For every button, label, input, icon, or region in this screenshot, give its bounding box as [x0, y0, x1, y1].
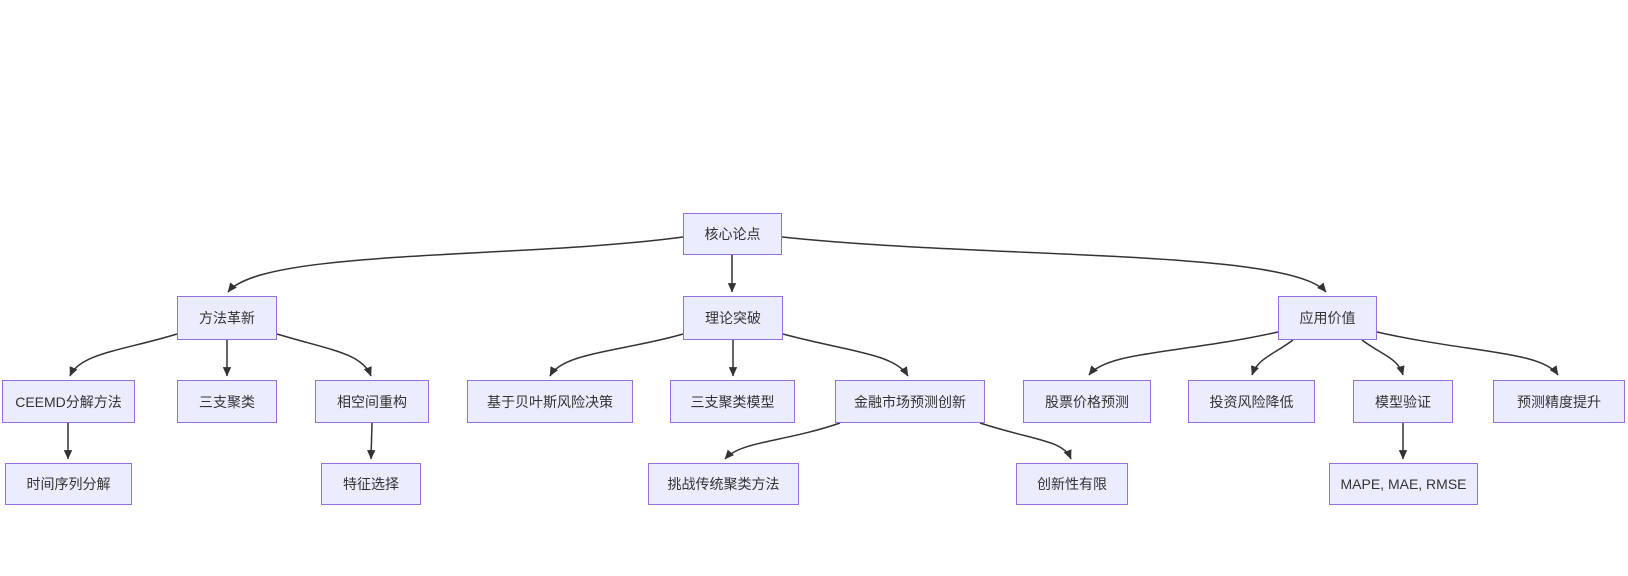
node-limited-innovation: 创新性有限 — [1016, 463, 1128, 505]
node-mape-mae-rmse: MAPE, MAE, RMSE — [1329, 463, 1478, 505]
node-stock-price-prediction: 股票价格预测 — [1023, 380, 1151, 423]
node-prediction-accuracy-improvement: 预测精度提升 — [1493, 380, 1625, 423]
edge-application-value-to-stock-price-prediction — [1088, 331, 1279, 376]
edge-theoretical-breakthrough-to-financial-market-prediction-innovation — [782, 333, 909, 377]
node-financial-market-prediction-innovation: 金融市场预测创新 — [835, 380, 985, 423]
edge-application-value-to-prediction-accuracy-improvement — [1376, 331, 1559, 376]
node-theoretical-breakthrough: 理论突破 — [683, 296, 783, 340]
edge-method-innovation-to-phase-space-reconstruction — [276, 333, 372, 377]
edge-application-value-to-investment-risk-reduction — [1251, 339, 1294, 376]
node-three-way-clustering: 三支聚类 — [177, 380, 277, 423]
node-three-way-clustering-model: 三支聚类模型 — [670, 380, 795, 423]
node-time-series-decomposition: 时间序列分解 — [5, 463, 132, 505]
edge-financial-market-prediction-innovation-to-challenge-traditional-clustering — [724, 422, 841, 460]
node-challenge-traditional-clustering: 挑战传统聚类方法 — [648, 463, 799, 505]
node-bayesian-risk-decision: 基于贝叶斯风险决策 — [467, 380, 633, 423]
node-ceemd-decomposition: CEEMD分解方法 — [2, 380, 135, 423]
node-model-validation: 模型验证 — [1353, 380, 1453, 423]
edge-theoretical-breakthrough-to-bayesian-risk-decision — [549, 333, 684, 377]
edge-phase-space-reconstruction-to-feature-selection — [367, 422, 376, 460]
node-core-thesis: 核心论点 — [683, 213, 782, 255]
node-application-value: 应用价值 — [1278, 296, 1377, 340]
edge-core-thesis-to-method-innovation — [227, 236, 684, 293]
node-phase-space-reconstruction: 相空间重构 — [315, 380, 429, 423]
node-method-innovation: 方法革新 — [177, 296, 277, 340]
node-feature-selection: 特征选择 — [321, 463, 421, 505]
node-investment-risk-reduction: 投资风险降低 — [1188, 380, 1315, 423]
edge-application-value-to-model-validation — [1361, 339, 1405, 376]
edge-core-thesis-to-application-value — [781, 236, 1327, 293]
edge-financial-market-prediction-innovation-to-limited-innovation — [979, 422, 1072, 460]
edge-method-innovation-to-ceemd-decomposition — [69, 333, 178, 377]
